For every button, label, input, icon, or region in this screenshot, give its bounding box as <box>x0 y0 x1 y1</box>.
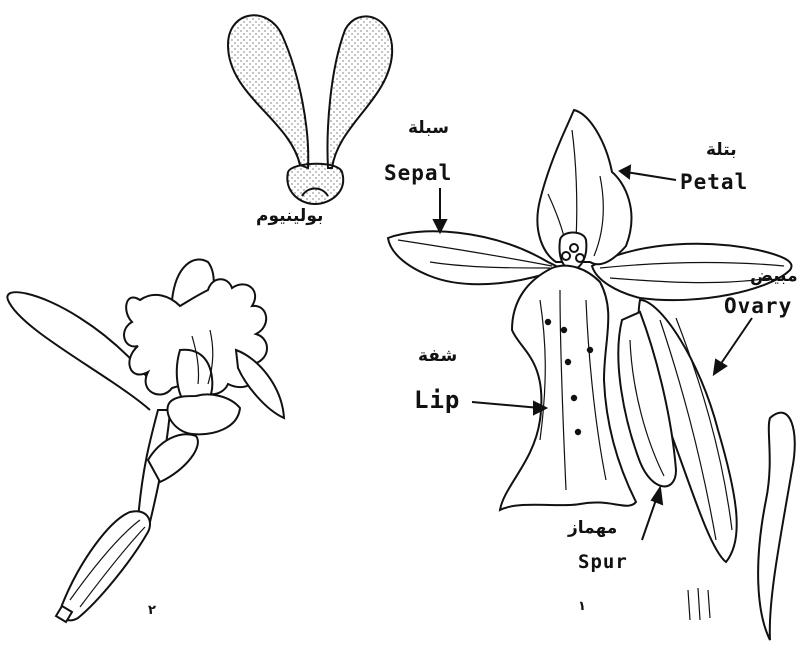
pollinium-drawing <box>228 15 392 204</box>
lip-shape <box>500 266 636 510</box>
figure-number-2: ٢ <box>148 604 156 617</box>
figure-number-1: ١ <box>578 600 586 613</box>
sepal-label: Sepal <box>384 163 452 184</box>
petal-arrow <box>626 172 676 180</box>
lip-frill <box>167 395 240 435</box>
sepal-label-arabic: سبلة <box>408 120 449 137</box>
petal-label-arabic: بتلة <box>706 142 737 159</box>
spur-label: Spur <box>578 553 628 572</box>
left-sepal <box>388 231 560 284</box>
pollinium-left-lobe <box>228 15 308 168</box>
lip-label: Lip <box>414 388 460 412</box>
pollinium-label-arabic: بولينيوم <box>256 208 323 225</box>
lip-label-arabic: شفة <box>418 348 457 365</box>
ovary-label-arabic: مبيض <box>750 268 798 285</box>
ovary-arrow <box>718 318 752 368</box>
pseudobulb <box>61 511 150 620</box>
orchid-flower-2 <box>7 260 284 622</box>
ovary-label: Ovary <box>724 296 792 317</box>
spur-label-arabic: مهماز <box>568 520 617 537</box>
stem-right <box>758 413 795 640</box>
petal-label: Petal <box>680 172 748 193</box>
lip-arrow <box>472 402 540 408</box>
pollinium-right-lobe <box>328 16 393 168</box>
pollinium-base <box>287 164 343 204</box>
